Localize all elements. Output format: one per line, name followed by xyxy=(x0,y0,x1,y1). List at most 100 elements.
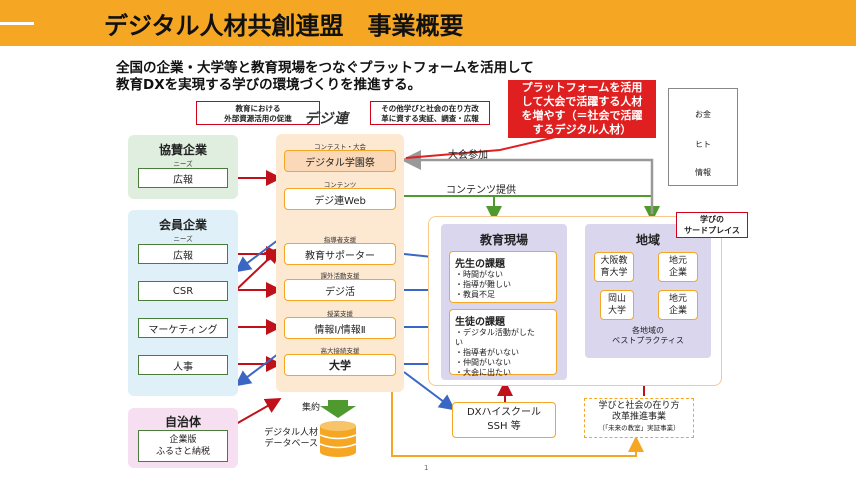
third-place-line-1: 学びの xyxy=(700,215,724,224)
intro-text: 全国の企業・大学等と教育現場をつなぐプラットフォームを活用して 教育DXを実現す… xyxy=(116,60,534,94)
legend-info: 情報 xyxy=(695,168,711,177)
reform-line-1: 学びと社会の在り方 xyxy=(598,401,680,411)
dx-highschool-line-1: DXハイスクール xyxy=(466,407,542,418)
student-issues: 生徒の課題 ・デジタル活動がした い ・指導者がいない ・仲間がいない ・大会に… xyxy=(449,309,557,377)
region-univ-osaka: 大阪教 育大学 xyxy=(594,252,634,282)
contest-join-arrow xyxy=(401,150,654,214)
member-item-marketing: マーケティング xyxy=(138,318,228,338)
class-box: 情報Ⅰ/情報Ⅱ xyxy=(284,317,396,339)
people-arrow-1 xyxy=(234,239,279,273)
region-biz-1-line-2: 企業 xyxy=(668,268,687,278)
region-caption-line-2: ベストプラクティス xyxy=(612,336,684,345)
database-icon xyxy=(319,421,357,457)
region-biz-2-line-1: 地元 xyxy=(668,294,687,304)
people-arrow-2 xyxy=(234,353,279,387)
student-issue-item: ・指導者がいない xyxy=(455,348,519,357)
aggregate-label: 集約 xyxy=(302,403,321,413)
reform-line-3: （「未来の教室」実証事業） xyxy=(598,424,680,432)
region-univ-osaka-line-1: 大阪教 xyxy=(600,256,628,266)
callout-left-line-2: 外部資源活用の促進 xyxy=(224,114,292,123)
region-caption: 各地域の ベストプラクティス xyxy=(590,326,706,346)
database-label: デジタル人材 データベース xyxy=(262,428,318,450)
student-issue-item: ・大会に出たい xyxy=(455,368,511,377)
local-gov-item-line-1: 企業版 xyxy=(169,435,197,445)
edu-title: 教育現場 xyxy=(479,233,528,247)
title-bar xyxy=(0,0,856,46)
orange-flow-reform xyxy=(391,386,644,457)
contest-join-label: 大会参加 xyxy=(448,150,488,161)
intro-line-1: 全国の企業・大学等と教育現場をつなぐプラットフォームを活用して xyxy=(116,60,534,76)
banner-line-3: を増やす（＝社会で活躍 xyxy=(521,109,643,122)
local-gov-item-line-2: ふるさと納税 xyxy=(155,447,210,457)
member-item-hr: 人事 xyxy=(138,355,228,375)
sponsor-group: 協賛企業 ニーズ xyxy=(128,135,238,199)
people-arrow-dx xyxy=(403,371,456,411)
callout-left-line-1: 教育における xyxy=(235,104,281,113)
contents-box: デジ連Web xyxy=(284,188,396,210)
banner-pointer xyxy=(405,135,561,159)
instructor-box: 教育サポーター xyxy=(284,243,396,265)
region-univ-okayama-line-2: 大学 xyxy=(607,306,626,316)
student-issue-item: ・仲間がいない xyxy=(455,358,511,367)
callout-reform: その他学びと社会の在り方改 革に資する実証、調査・広報 xyxy=(370,101,490,125)
legend: お金 ヒト 情報 xyxy=(668,88,738,186)
sponsor-title: 協賛企業 xyxy=(158,143,207,157)
money-arrow-local xyxy=(235,398,282,425)
contents-label: コンテンツ xyxy=(323,181,357,189)
class-label: 授業支援 xyxy=(327,310,353,318)
region-caption-line-1: 各地域の xyxy=(632,326,664,335)
teacher-issues: 先生の課題 ・時間がない ・指導が難しい ・教員不足 xyxy=(449,251,557,303)
region-univ-okayama-line-1: 岡山 xyxy=(607,294,626,304)
aggregate-arrow xyxy=(320,400,356,418)
member-needs: ニーズ xyxy=(173,235,193,243)
teacher-issues-title: 先生の課題 xyxy=(455,259,505,270)
member-item-csr: CSR xyxy=(138,281,228,301)
activity-box: デジ活 xyxy=(284,279,396,301)
sponsor-item-pr: 広報 xyxy=(138,168,228,188)
member-item-pr: 広報 xyxy=(138,244,228,264)
local-gov-title: 自治体 xyxy=(164,415,201,429)
third-place-callout: 学びの サードプレイス xyxy=(676,212,748,238)
dx-highschool-line-2: SSH 等 xyxy=(487,421,521,432)
banner-line-2: して大会で活躍する人材 xyxy=(521,95,643,108)
dx-highschool-box: DXハイスクール SSH 等 xyxy=(452,402,556,438)
reform-project-box: 学びと社会の在り方 改革推進事業 （「未来の教室」実証事業） xyxy=(584,398,694,438)
region-biz-2: 地元 企業 xyxy=(658,290,698,320)
teacher-issue-item: ・指導が難しい xyxy=(455,280,511,289)
callout-right-line-2: 革に資する実証、調査・広報 xyxy=(381,114,479,123)
legend-people: ヒト xyxy=(695,140,711,149)
member-title: 会員企業 xyxy=(158,218,207,232)
univ-label: 高大接続支援 xyxy=(320,347,360,355)
banner-line-4: するデジタル人材） xyxy=(532,123,632,136)
callout-right-line-1: その他学びと社会の在り方改 xyxy=(381,104,479,113)
student-issue-item: ・デジタル活動がした xyxy=(455,328,535,337)
callout-external-resources: 教育における 外部資源活用の促進 xyxy=(196,101,320,125)
region-univ-okayama: 岡山 大学 xyxy=(600,290,634,320)
database-label-line-2: データベース xyxy=(264,439,318,449)
banner-line-1: プラットフォームを活用 xyxy=(521,81,643,94)
logo: デジ連 xyxy=(304,111,349,127)
teacher-issue-item: ・教員不足 xyxy=(455,290,495,299)
student-issues-title: 生徒の課題 xyxy=(455,317,505,328)
title-accent-line xyxy=(0,22,34,25)
legend-money: お金 xyxy=(695,110,711,119)
sponsor-needs: ニーズ xyxy=(173,160,193,168)
reform-line-2: 改革推進事業 xyxy=(611,412,666,422)
local-gov-item: 企業版 ふるさと納税 xyxy=(138,430,228,462)
region-biz-1: 地元 企業 xyxy=(658,252,698,282)
info-arrow-contents-region xyxy=(404,195,660,222)
page-number: 1 xyxy=(424,464,429,472)
region-univ-osaka-line-2: 育大学 xyxy=(600,268,628,278)
teacher-issue-item: ・時間がない xyxy=(455,270,503,279)
database-label-line-1: デジタル人材 xyxy=(264,428,318,438)
region-title: 地域 xyxy=(635,233,660,247)
page-title: デジタル人材共創連盟 事業概要 xyxy=(104,12,464,40)
third-place-line-2: サードプレイス xyxy=(684,226,740,235)
contest-box: デジタル学園祭 xyxy=(284,150,396,172)
region-biz-2-line-2: 企業 xyxy=(668,306,687,316)
region-biz-1-line-1: 地元 xyxy=(668,256,687,266)
contents-provide-label: コンテンツ提供 xyxy=(446,185,516,196)
intro-line-2: 教育DXを実現する学びの環境づくりを推進する。 xyxy=(116,77,422,93)
money-arrow-csr-1 xyxy=(235,247,281,291)
